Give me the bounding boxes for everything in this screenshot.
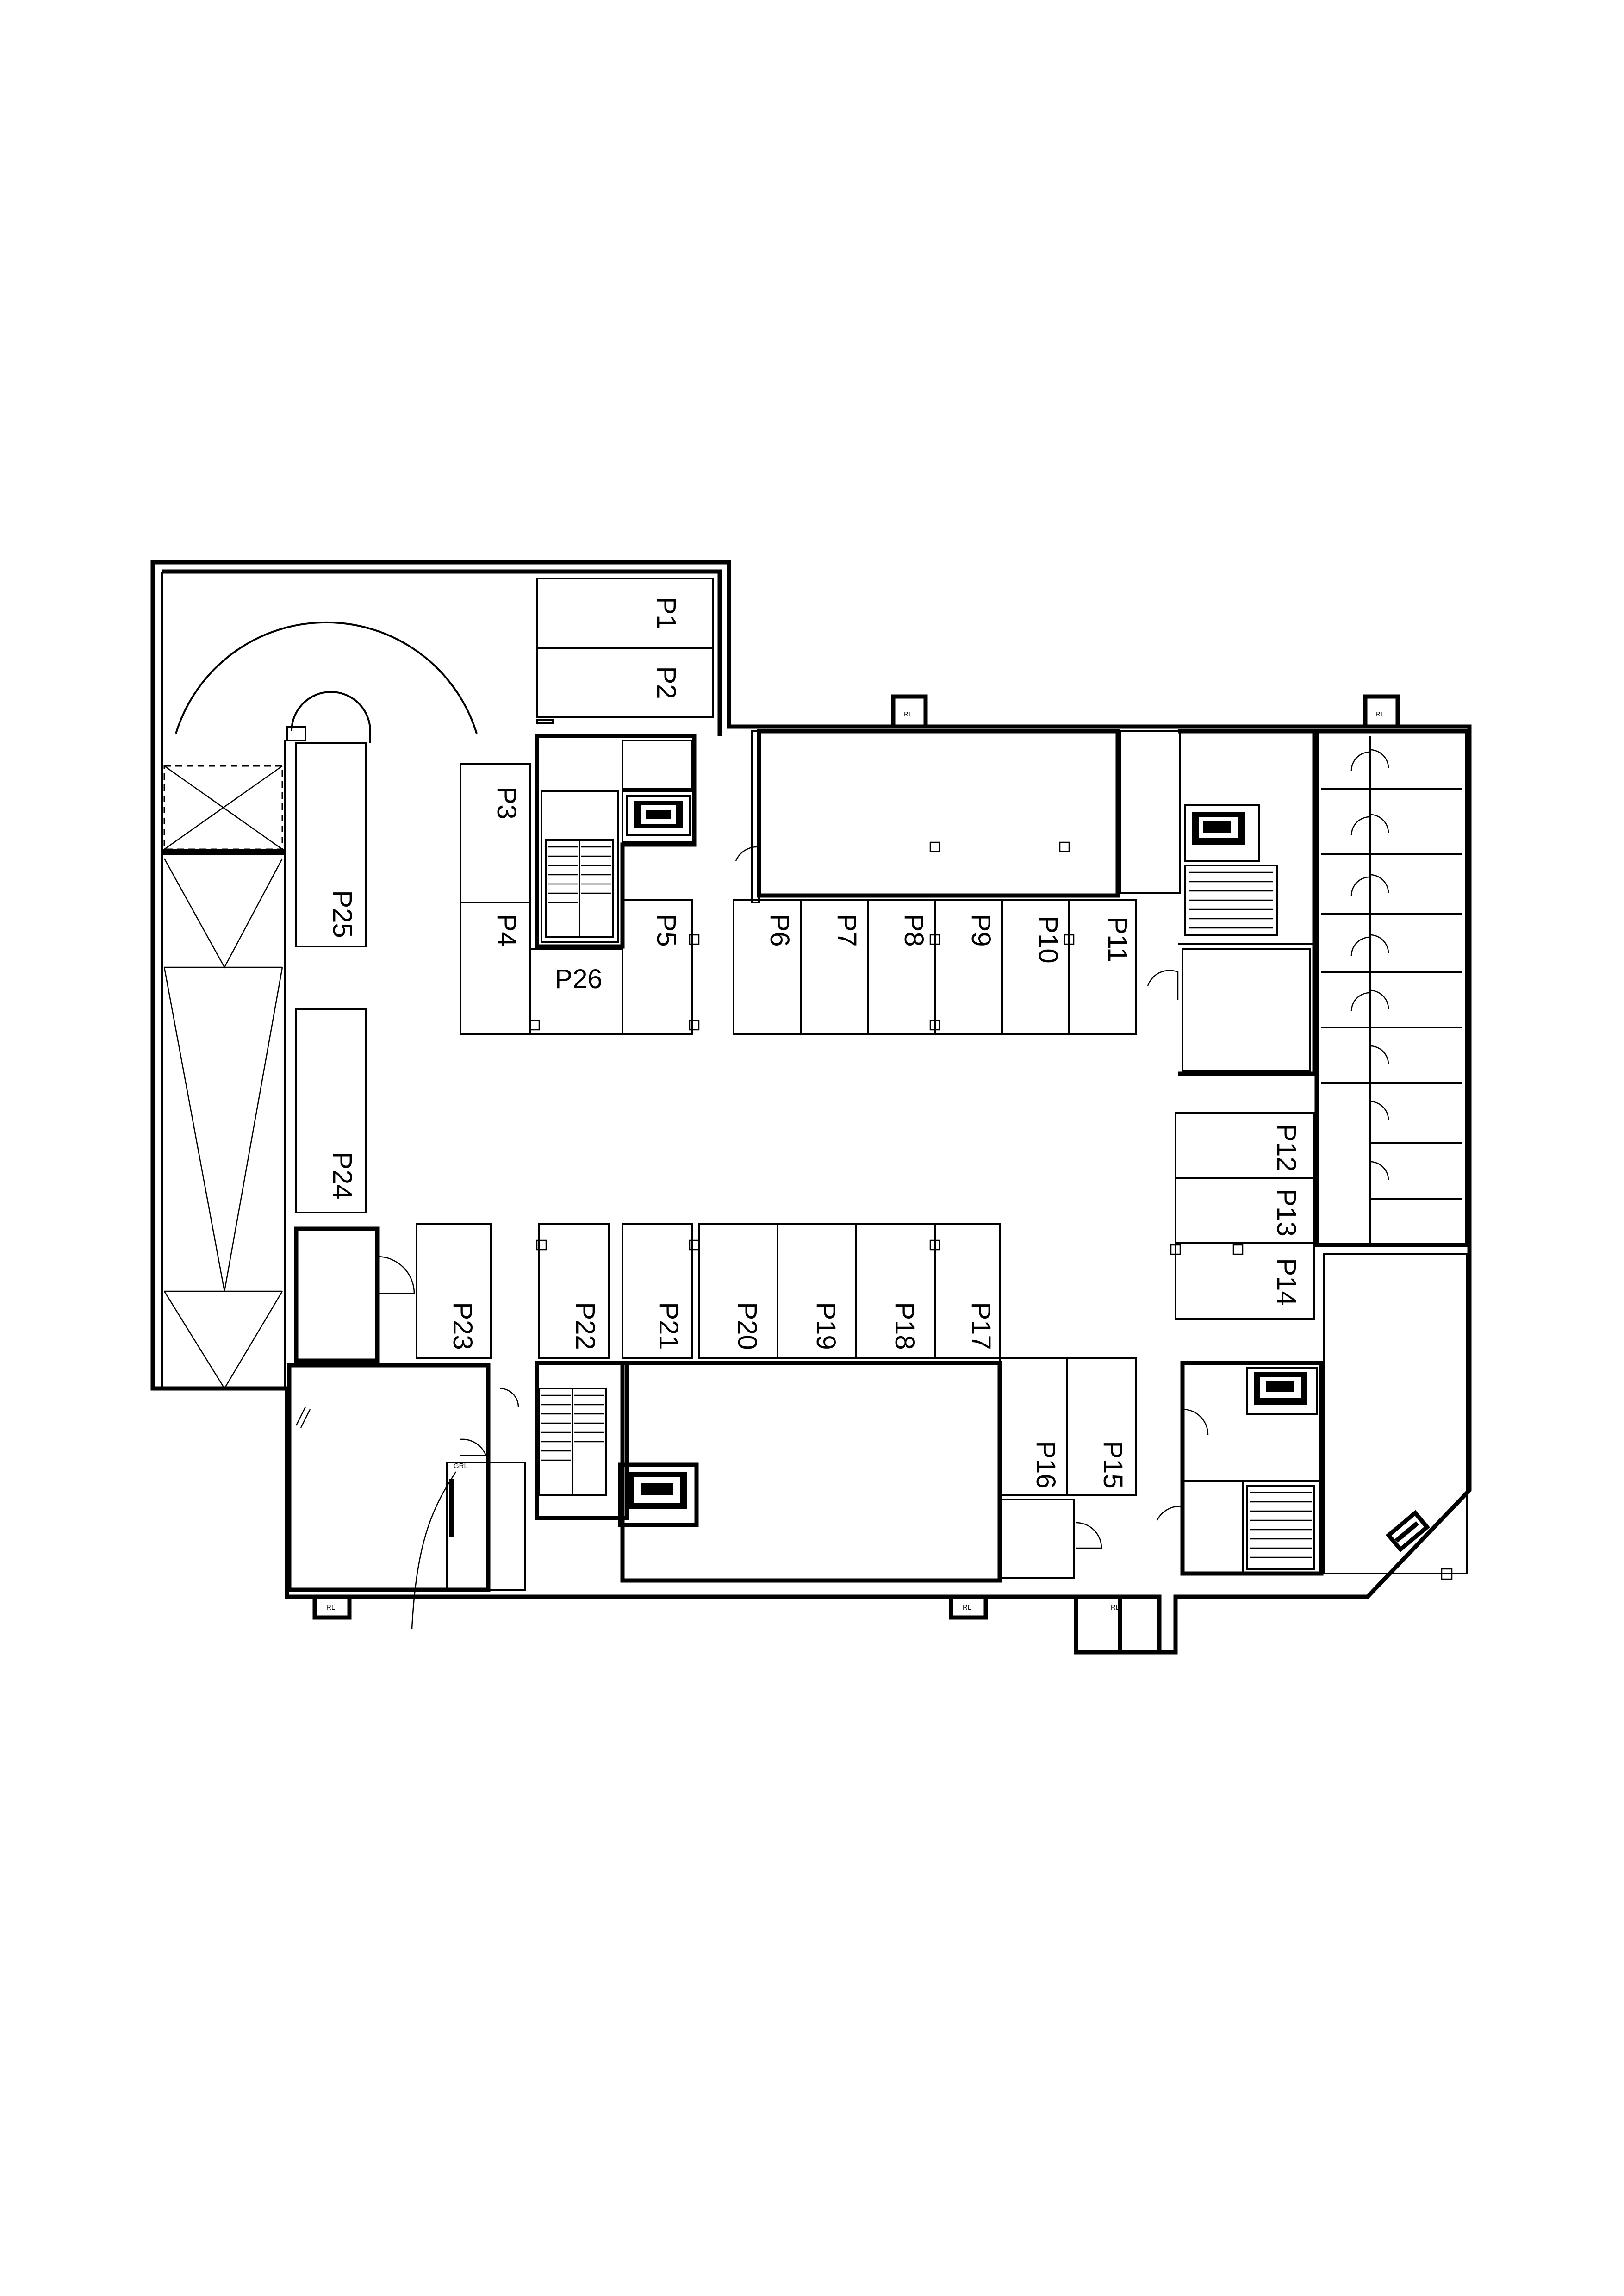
storage-north [757,729,1120,898]
spot-p22 [538,1223,610,1359]
spot-label-p5: P5 [651,914,681,947]
spot-p24 [295,1008,367,1213]
room-southwest [294,1226,380,1363]
spot-label-p13: P13 [1271,1188,1301,1236]
spot-label-p22: P22 [570,1302,600,1350]
spot-label-p25: P25 [327,890,357,938]
spot-label-p16: P16 [1031,1441,1061,1488]
column-markers [529,841,1453,1580]
shaft-rl-top-1 [891,694,928,729]
lift-southwest [618,1462,699,1527]
rl-shafts: RL RL RL RL RL [312,694,1430,1655]
ventilation-label: GRL [454,1462,468,1470]
spot-p5 [622,899,693,1035]
spot-label-p12: P12 [1271,1124,1301,1171]
outer-wall [150,560,1472,1655]
spot-label-p11: P11 [1102,917,1132,963]
spot-label-p3: P3 [492,787,522,820]
shaft-rl-label: RL [963,1604,971,1612]
spot-p1 [536,578,714,649]
shaft-rl-label: RL [903,710,912,718]
spot-p21 [622,1223,693,1359]
spot-label-p9: P9 [966,914,996,947]
spot-label-p2: P2 [651,666,681,699]
shaft-rl-label: RL [1375,710,1384,718]
spot-p14 [1175,1242,1315,1320]
spot-label-p24: P24 [327,1151,357,1199]
stair-southeast [1246,1485,1315,1570]
shaft-rl-label: RL [1111,1604,1120,1612]
lift-east [1184,804,1260,862]
spot-p11 [1068,899,1137,1035]
spot-label-p6: P6 [765,914,795,947]
spot-label-p14: P14 [1271,1258,1301,1306]
spot-label-p8: P8 [899,914,929,947]
stair-core-north [535,734,697,949]
ventilation-note: GRL [295,1406,468,1630]
spot-p23 [416,1223,492,1359]
spot-label-p17: P17 [966,1302,996,1350]
stair-core-southeast [1156,1361,1324,1576]
spot-label-p7: P7 [832,914,862,947]
stair-core-southwest [287,1361,699,1592]
spot-labels: P1 P2 P3 P4 P5 P6 P7 P8 P9 P10 P11 P12 P… [327,597,1301,1489]
spot-label-p15: P15 [1098,1441,1128,1488]
shaft-rl-label: RL [326,1604,335,1612]
storage-lockers [1314,729,1469,1247]
spots-row-north [733,899,1137,1035]
spot-label-p4: P4 [492,914,522,947]
shaft-rl-bottom-3 [1074,1594,1162,1655]
spot-label-p23: P23 [448,1302,478,1350]
spot-p15 [1066,1357,1137,1496]
room-southeast [1323,1253,1468,1574]
shaft-rl-bottom-2 [949,1594,988,1620]
spot-label-p18: P18 [890,1302,920,1350]
lift-north [622,790,695,843]
spot-label-p20: P20 [732,1302,762,1350]
spot-label-p26: P26 [554,964,602,994]
shaft-rl-top-2 [1363,694,1400,729]
stair-core-east [1119,729,1317,1076]
ramp [161,621,478,1390]
spots-row-south [416,1223,1001,1359]
shaft-diagonal [1385,1510,1430,1553]
spot-p3 [460,763,531,903]
spot-p17 [934,1223,1001,1359]
stair-southwest [538,1388,607,1496]
lift-southeast [1246,1367,1318,1415]
spot-label-p19: P19 [811,1302,841,1350]
spot-label-p21: P21 [653,1302,684,1350]
spot-label-p10: P10 [1033,915,1063,963]
stair-east [1184,865,1278,936]
stair-north [545,839,614,938]
shaft-rl-bottom-1 [312,1594,352,1620]
spot-p25 [295,742,367,947]
spot-p2 [536,647,714,718]
spot-label-p1: P1 [651,597,681,630]
